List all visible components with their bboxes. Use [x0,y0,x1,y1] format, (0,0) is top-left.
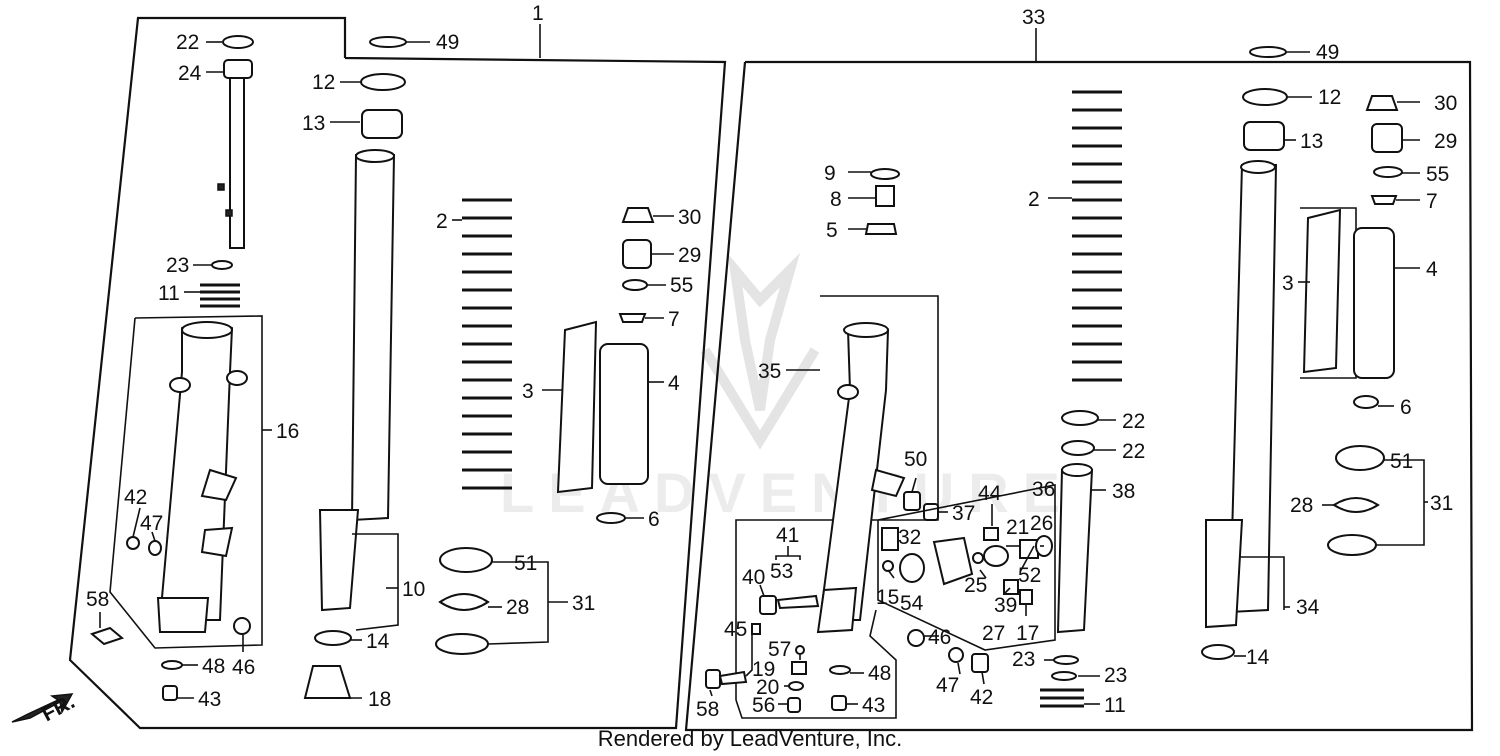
callout-4: 4 [668,372,680,395]
callout-42: 42 [970,686,993,709]
callout-28: 28 [1290,494,1313,517]
callouts-right: 49 12 30 13 29 9 8 5 2 55 7 3 4 35 6 22 … [696,41,1457,721]
callout-50: 50 [904,448,927,471]
callout-14: 14 [366,630,390,653]
callouts-left: 22 24 49 12 13 2 30 29 55 7 23 11 3 4 16… [86,31,701,711]
callout-27: 27 [982,622,1005,645]
callout-29: 29 [1434,130,1457,153]
callout-17: 17 [1016,622,1039,645]
callout-6: 6 [648,508,660,531]
callout-44: 44 [978,482,1002,505]
callout-45: 45 [724,618,747,641]
callout-11: 11 [158,282,180,305]
callout-42: 42 [124,486,147,509]
callout-11: 11 [1104,694,1126,717]
callout-36: 36 [1032,478,1055,501]
callout-23: 23 [1104,664,1127,687]
assembly-number-right: 33 [1022,6,1045,29]
callout-40: 40 [742,566,765,589]
callout-29: 29 [678,244,701,267]
callout-43: 43 [862,694,885,717]
callout-8: 8 [830,188,842,211]
callout-30: 30 [1434,92,1457,115]
callout-19: 19 [752,658,775,681]
callout-51: 51 [514,552,537,575]
callout-7: 7 [1426,190,1438,213]
callout-18: 18 [368,688,391,711]
callout-55: 55 [670,274,693,297]
callout-43: 43 [198,688,221,711]
callout-34: 34 [1296,596,1320,619]
callout-55: 55 [1426,163,1449,186]
callout-48: 48 [202,655,225,678]
callout-30: 30 [678,206,701,229]
callout-24: 24 [178,62,202,85]
callout-31: 31 [572,592,595,615]
callout-3: 3 [522,380,534,403]
callout-16: 16 [276,420,299,443]
callout-23: 23 [1012,648,1035,671]
assembly-number-left: 1 [532,2,544,25]
callout-56: 56 [752,694,775,717]
callout-4: 4 [1426,258,1438,281]
callout-54: 54 [900,592,924,615]
callout-41: 41 [776,524,799,547]
callout-32: 32 [898,526,921,549]
callout-31: 31 [1430,492,1453,515]
callout-21: 21 [1006,516,1029,539]
callout-25: 25 [964,574,987,597]
callout-6: 6 [1400,396,1412,419]
callout-22: 22 [1122,440,1145,463]
callout-57: 57 [768,638,791,661]
callout-26: 26 [1030,512,1053,535]
front-direction-label: FR. [38,690,79,726]
callout-49: 49 [436,31,459,54]
front-direction-arrow-icon [11,693,74,723]
leader-lines [99,41,1428,719]
callout-48: 48 [868,662,891,685]
callout-22: 22 [1122,410,1145,433]
callout-14: 14 [1246,646,1270,669]
callout-37: 37 [952,502,975,525]
callout-20: 20 [756,676,779,699]
callout-58: 58 [696,698,719,721]
render-credit-footer: Rendered by LeadVenture, Inc. [597,726,903,751]
callout-10: 10 [402,578,425,601]
callout-47: 47 [936,674,959,697]
callout-28: 28 [506,596,529,619]
callout-39: 39 [994,594,1017,617]
callout-51: 51 [1390,450,1413,473]
callout-58: 58 [86,588,109,611]
callout-5: 5 [826,219,838,242]
callout-9: 9 [824,162,836,185]
callout-3: 3 [1282,272,1294,295]
callout-22: 22 [176,31,199,54]
callout-12: 12 [312,71,335,94]
callout-49: 49 [1316,41,1339,64]
callout-15: 15 [876,586,899,609]
callout-53: 53 [770,560,793,583]
callout-13: 13 [1300,130,1323,153]
callout-38: 38 [1112,480,1135,503]
callout-46: 46 [232,656,255,679]
callout-13: 13 [302,112,325,135]
left-assembly-frame [68,16,727,730]
callout-46: 46 [928,626,951,649]
callout-52: 52 [1018,564,1041,587]
callout-47: 47 [140,512,163,535]
callout-23: 23 [166,254,189,277]
callout-2: 2 [1028,188,1040,211]
callout-12: 12 [1318,86,1341,109]
callout-7: 7 [668,308,680,331]
callout-2: 2 [436,210,448,233]
callout-35: 35 [758,360,781,383]
right-assembly-frame [684,60,1474,732]
